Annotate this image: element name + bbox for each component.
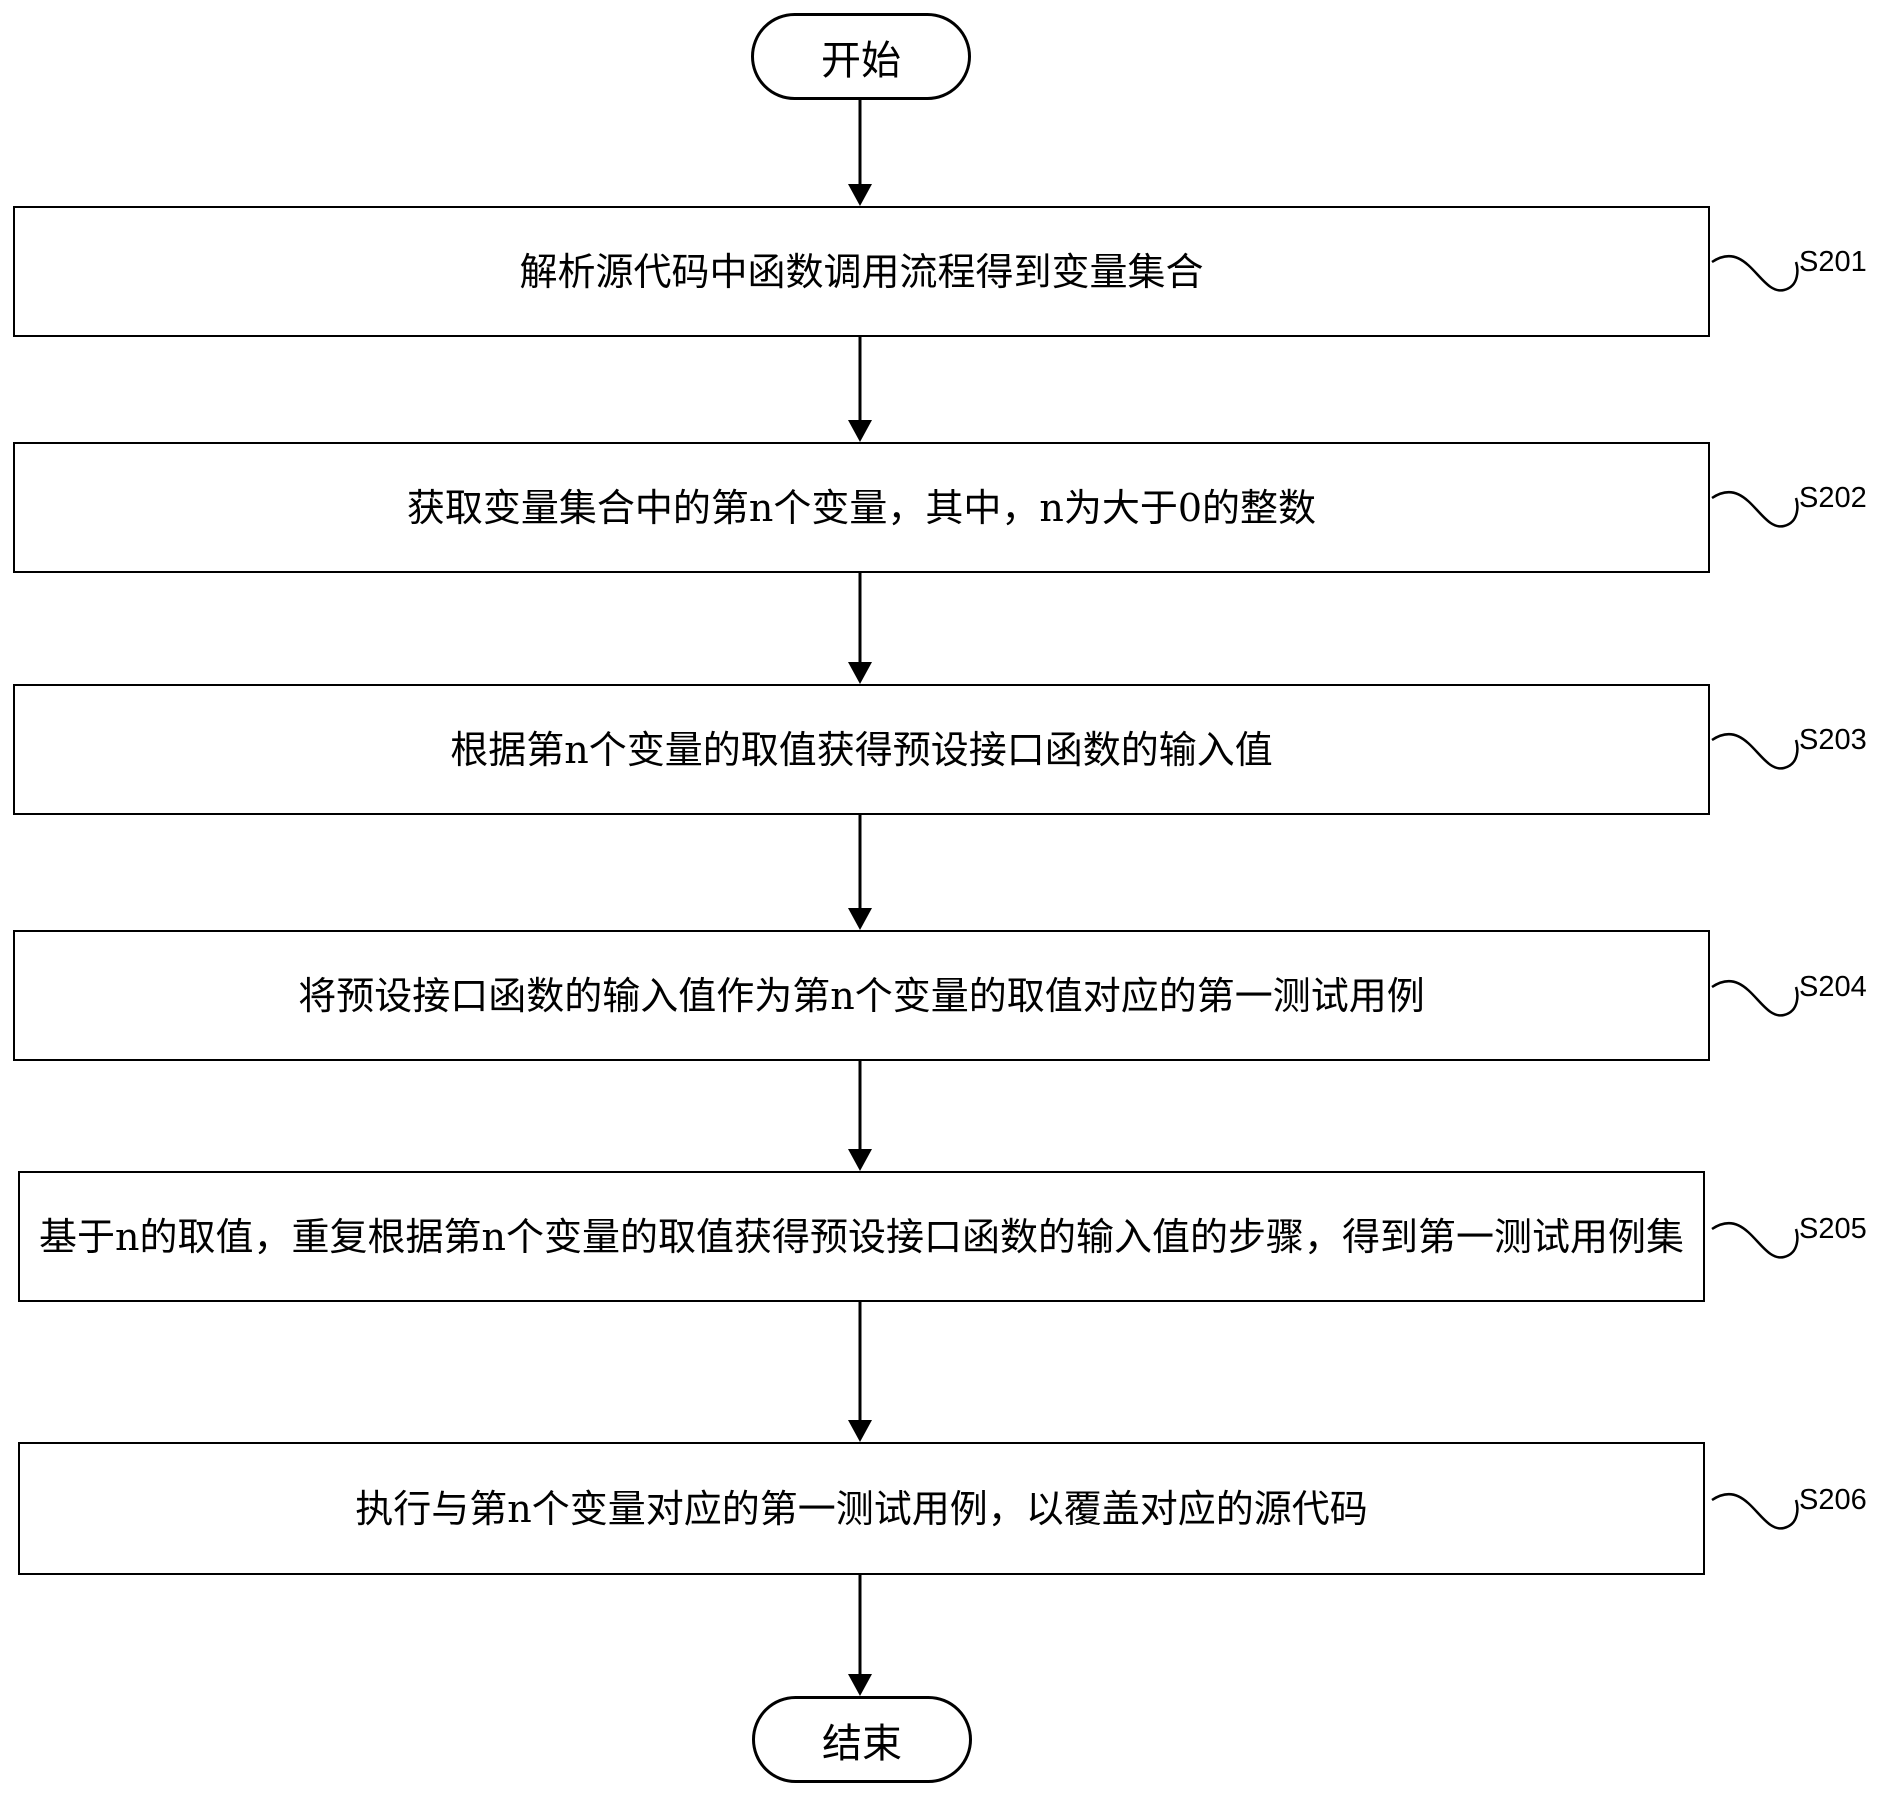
step-box-s201: 解析源代码中函数调用流程得到变量集合 bbox=[13, 206, 1710, 337]
step-box-s204: 将预设接口函数的输入值作为第n个变量的取值对应的第一测试用例 bbox=[13, 930, 1710, 1061]
step-text-s205: 基于n的取值，重复根据第n个变量的取值获得预设接口函数的输入值的步骤，得到第一测… bbox=[39, 1214, 1684, 1259]
arrow-s201-to-s202 bbox=[848, 337, 872, 442]
step-label-s202: S202 bbox=[1799, 482, 1867, 514]
step-box-s206: 执行与第n个变量对应的第一测试用例，以覆盖对应的源代码 bbox=[18, 1442, 1705, 1575]
step-label-s206: S206 bbox=[1799, 1484, 1867, 1516]
arrow-start-to-s201 bbox=[848, 100, 872, 206]
end-terminal: 结束 bbox=[752, 1696, 972, 1783]
step-text-s201: 解析源代码中函数调用流程得到变量集合 bbox=[519, 249, 1204, 294]
step-label-s203: S203 bbox=[1799, 724, 1867, 756]
arrow-s205-to-s206 bbox=[848, 1302, 872, 1442]
arrow-s202-to-s203 bbox=[848, 573, 872, 684]
leader-s205 bbox=[1711, 1221, 1799, 1259]
step-label-s201: S201 bbox=[1799, 246, 1867, 278]
step-text-s202: 获取变量集合中的第n个变量，其中，n为大于0的整数 bbox=[406, 485, 1317, 530]
leader-s204 bbox=[1711, 979, 1799, 1017]
step-box-s205: 基于n的取值，重复根据第n个变量的取值获得预设接口函数的输入值的步骤，得到第一测… bbox=[18, 1171, 1705, 1302]
step-box-s203: 根据第n个变量的取值获得预设接口函数的输入值 bbox=[13, 684, 1710, 815]
step-text-s206: 执行与第n个变量对应的第一测试用例，以覆盖对应的源代码 bbox=[355, 1486, 1368, 1531]
leader-s206 bbox=[1711, 1492, 1799, 1530]
end-label: 结束 bbox=[822, 1720, 902, 1767]
step-text-s204: 将预设接口函数的输入值作为第n个变量的取值对应的第一测试用例 bbox=[298, 973, 1425, 1018]
step-label-s204: S204 bbox=[1799, 971, 1867, 1003]
arrow-s203-to-s204 bbox=[848, 815, 872, 930]
start-label: 开始 bbox=[821, 37, 901, 84]
leader-s203 bbox=[1711, 732, 1799, 770]
leader-s201 bbox=[1711, 254, 1799, 292]
step-text-s203: 根据第n个变量的取值获得预设接口函数的输入值 bbox=[450, 727, 1273, 772]
leader-s202 bbox=[1711, 490, 1799, 528]
arrow-s204-to-s205 bbox=[848, 1061, 872, 1171]
step-box-s202: 获取变量集合中的第n个变量，其中，n为大于0的整数 bbox=[13, 442, 1710, 573]
start-terminal: 开始 bbox=[751, 13, 971, 100]
arrow-s206-to-end bbox=[848, 1575, 872, 1696]
step-label-s205: S205 bbox=[1799, 1213, 1867, 1245]
